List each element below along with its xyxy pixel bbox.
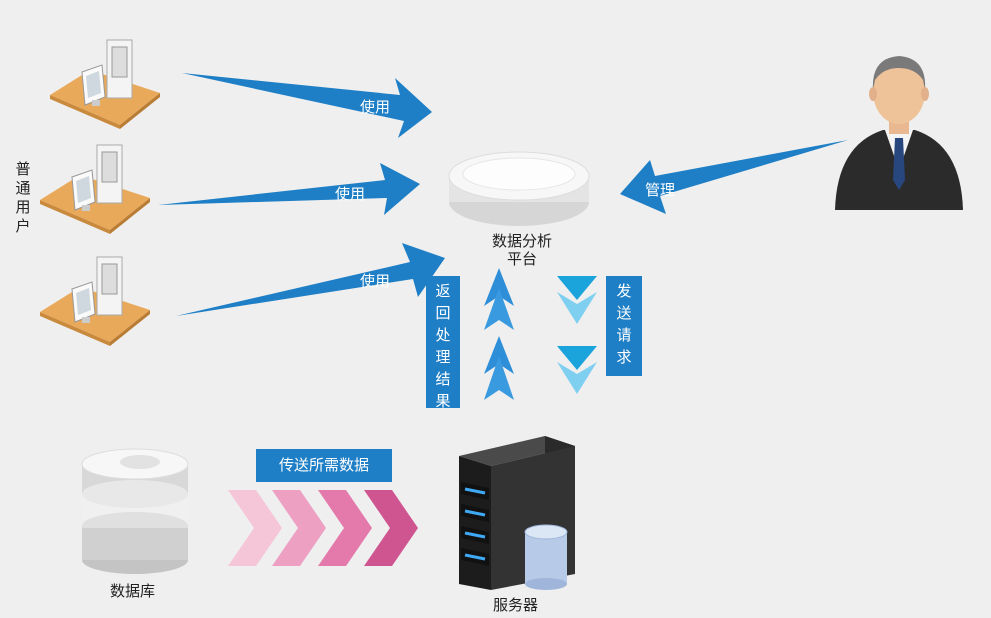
server-label: 服务器	[493, 596, 539, 614]
return-results-box: 返回处理结果	[426, 276, 460, 410]
server-icon	[459, 436, 575, 590]
chevron-right-icon	[228, 490, 418, 566]
down-arrow-icon	[557, 276, 597, 394]
return-results-label: 返回处理结果	[435, 282, 451, 410]
send-request-label: 发送请求	[616, 282, 632, 366]
users-label: 普通用户	[15, 160, 31, 235]
use-label-3: 使用	[360, 272, 391, 290]
transfer-data-label: 传送所需数据	[278, 456, 369, 474]
database-icon	[81, 448, 189, 574]
use-label-2: 使用	[335, 185, 366, 203]
up-arrow-icon	[484, 268, 514, 400]
use-label-1: 使用	[360, 98, 391, 116]
workstation-icon	[40, 256, 150, 346]
transfer-data-box: 传送所需数据	[256, 449, 392, 482]
database-label: 数据库	[110, 582, 156, 600]
manage-label: 管理	[645, 181, 676, 199]
platform-label: 数据分析平台	[491, 232, 552, 268]
businessman-icon	[835, 56, 963, 210]
platform-disc-icon	[448, 151, 590, 226]
send-request-box: 发送请求	[606, 276, 642, 376]
workstation-icon	[40, 144, 150, 234]
workstation-icon	[50, 39, 160, 129]
